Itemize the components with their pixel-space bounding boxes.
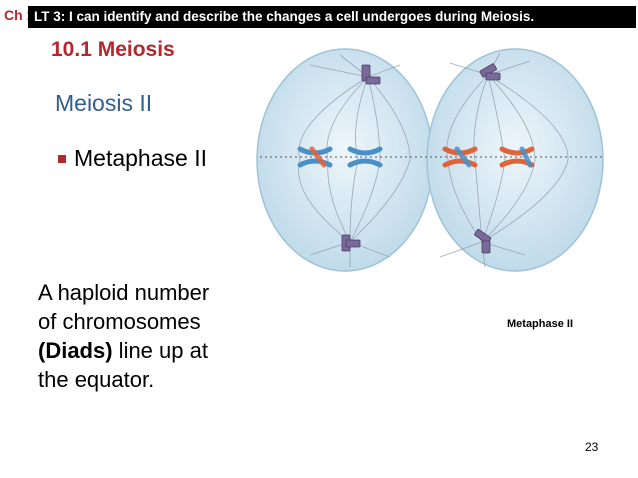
- figure-label: Metaphase II: [507, 318, 574, 330]
- body-text: A haploid number of chromosomes (Diads) …: [38, 278, 258, 394]
- bullet-text: Metaphase II: [74, 145, 207, 171]
- body-line-3-rest: line up at: [112, 338, 208, 363]
- body-line-3: (Diads) line up at: [38, 336, 258, 365]
- body-line-2: of chromosomes: [38, 309, 201, 334]
- body-line-1: A haploid number: [38, 280, 210, 305]
- centrosome-icon: [341, 63, 501, 254]
- chromosomes: [297, 146, 535, 168]
- bullet-square-icon: [58, 154, 66, 163]
- body-line-4: the equator.: [38, 367, 155, 392]
- bullet-item: Metaphase II: [58, 145, 207, 172]
- section-title: 10.1 Meiosis: [51, 38, 175, 61]
- metaphase-ii-diagram: [256, 48, 605, 272]
- diads-bold: (Diads): [38, 338, 113, 363]
- learning-target-banner: LT 3: I can identify and describe the ch…: [28, 6, 636, 28]
- page-number: 23: [585, 440, 599, 454]
- subtitle: Meiosis II: [55, 90, 153, 116]
